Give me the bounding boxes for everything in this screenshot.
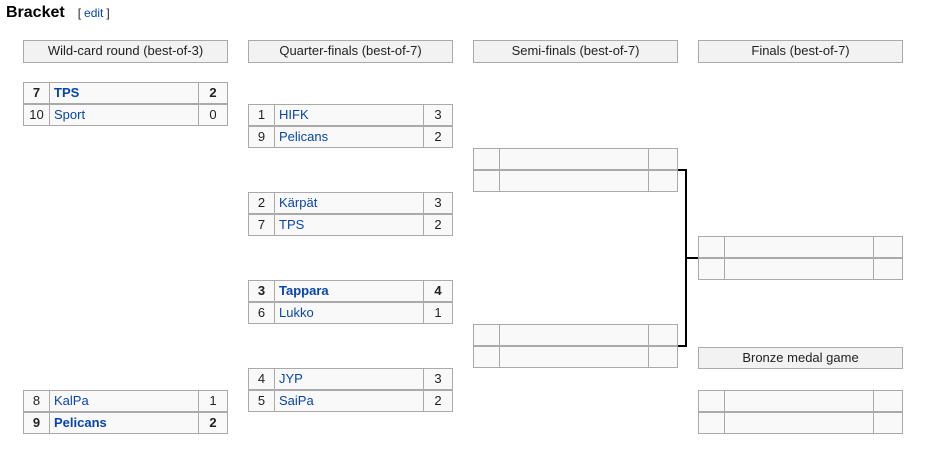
final-team [724, 258, 874, 280]
semifinal-1-team [499, 170, 649, 192]
wildcard-2-team[interactable]: KalPa [49, 390, 199, 412]
quarterfinal-3-seed: 3 [248, 280, 275, 302]
bronze-medal-seed [698, 412, 725, 434]
semifinal-1-seed [473, 148, 500, 170]
connector-final [685, 257, 698, 259]
quarterfinal-3-score: 1 [423, 302, 453, 324]
quarterfinal-1-score: 3 [423, 104, 453, 126]
quarterfinal-3-team[interactable]: Tappara [274, 280, 424, 302]
quarterfinal-2-team[interactable]: TPS [274, 214, 424, 236]
wildcard-2-seed: 9 [23, 412, 50, 434]
connector-semi2 [678, 345, 687, 347]
round-header-1: Wild-card round (best-of-3) [23, 40, 228, 63]
quarterfinal-1-seed: 9 [248, 126, 275, 148]
quarterfinal-1-score: 2 [423, 126, 453, 148]
wildcard-1-seed: 10 [23, 104, 50, 126]
quarterfinal-4-score: 2 [423, 390, 453, 412]
quarterfinal-1-team[interactable]: Pelicans [274, 126, 424, 148]
bronze-medal-score [873, 412, 903, 434]
round-header-4: Finals (best-of-7) [698, 40, 903, 63]
quarterfinal-2-team[interactable]: Kärpät [274, 192, 424, 214]
final-seed [698, 258, 725, 280]
semifinal-1-team [499, 148, 649, 170]
semifinal-2-seed [473, 346, 500, 368]
quarterfinal-4-seed: 5 [248, 390, 275, 412]
semifinal-1-score [648, 170, 678, 192]
final-score [873, 258, 903, 280]
connector-semi1 [678, 169, 687, 171]
wildcard-1-seed: 7 [23, 82, 50, 104]
semifinal-1-score [648, 148, 678, 170]
wildcard-1-team[interactable]: TPS [49, 82, 199, 104]
final-team [724, 236, 874, 258]
quarterfinal-2-seed: 7 [248, 214, 275, 236]
wildcard-2-seed: 8 [23, 390, 50, 412]
wildcard-1-score: 0 [198, 104, 228, 126]
page-title: Bracket [6, 4, 65, 21]
semifinal-2-seed [473, 324, 500, 346]
semifinal-2-team [499, 346, 649, 368]
round-header-2: Quarter-finals (best-of-7) [248, 40, 453, 63]
semifinal-1-seed [473, 170, 500, 192]
quarterfinal-4-team[interactable]: SaiPa [274, 390, 424, 412]
quarterfinal-3-team[interactable]: Lukko [274, 302, 424, 324]
quarterfinal-4-seed: 4 [248, 368, 275, 390]
quarterfinal-1-team[interactable]: HIFK [274, 104, 424, 126]
wildcard-1-score: 2 [198, 82, 228, 104]
semifinal-2-team [499, 324, 649, 346]
quarterfinal-3-seed: 6 [248, 302, 275, 324]
quarterfinal-4-score: 3 [423, 368, 453, 390]
quarterfinal-2-score: 2 [423, 214, 453, 236]
edit-section: [edit] [77, 6, 110, 20]
quarterfinal-4-team[interactable]: JYP [274, 368, 424, 390]
section-heading: Bracket [edit] [6, 4, 110, 26]
final-seed [698, 236, 725, 258]
bronze-medal-header: Bronze medal game [698, 347, 903, 369]
bronze-medal-seed [698, 390, 725, 412]
quarterfinal-1-seed: 1 [248, 104, 275, 126]
wildcard-2-score: 2 [198, 412, 228, 434]
bronze-medal-team [724, 412, 874, 434]
wildcard-2-score: 1 [198, 390, 228, 412]
semifinal-2-score [648, 324, 678, 346]
wildcard-2-team[interactable]: Pelicans [49, 412, 199, 434]
edit-link[interactable]: edit [84, 6, 104, 20]
quarterfinal-2-seed: 2 [248, 192, 275, 214]
semifinal-2-score [648, 346, 678, 368]
round-header-3: Semi-finals (best-of-7) [473, 40, 678, 63]
quarterfinal-2-score: 3 [423, 192, 453, 214]
bronze-medal-team [724, 390, 874, 412]
quarterfinal-3-score: 4 [423, 280, 453, 302]
wildcard-1-team[interactable]: Sport [49, 104, 199, 126]
bronze-medal-score [873, 390, 903, 412]
final-score [873, 236, 903, 258]
